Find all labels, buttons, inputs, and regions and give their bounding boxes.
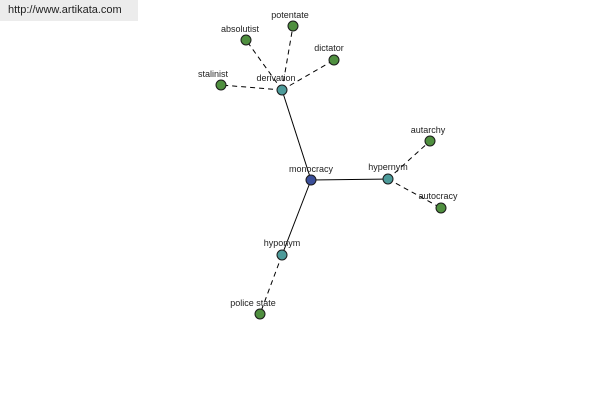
node-monocracy[interactable] bbox=[305, 174, 317, 186]
node-hyponym[interactable] bbox=[276, 249, 288, 261]
edge-derivation-absolutist bbox=[245, 39, 283, 91]
edge-monocracy-hyponym bbox=[281, 179, 312, 256]
label-monocracy: monocracy bbox=[289, 164, 334, 174]
node-autarchy[interactable] bbox=[424, 135, 436, 147]
node-absolutist[interactable] bbox=[240, 34, 252, 46]
label-autarchy: autarchy bbox=[411, 125, 446, 135]
edge-monocracy-hypernym bbox=[310, 178, 389, 181]
edge-derivation-dictator bbox=[281, 59, 335, 91]
edge-derivation-potentate bbox=[281, 25, 294, 91]
label-potentate: potentate bbox=[271, 10, 309, 20]
label-hypernym: hypernym bbox=[368, 162, 408, 172]
label-police-state: police state bbox=[230, 298, 276, 308]
node-hypernym[interactable] bbox=[382, 173, 394, 185]
edge-monocracy-derivation bbox=[281, 89, 312, 181]
node-stalinist[interactable] bbox=[215, 79, 227, 91]
edge-derivation-stalinist bbox=[220, 84, 283, 91]
edge-hyponym-police-state bbox=[259, 254, 283, 315]
label-derivation: derivation bbox=[256, 73, 295, 83]
node-derivation[interactable] bbox=[276, 84, 288, 96]
label-absolutist: absolutist bbox=[221, 24, 260, 34]
node-police-state[interactable] bbox=[254, 308, 266, 320]
node-autocracy[interactable] bbox=[435, 202, 447, 214]
label-hyponym: hyponym bbox=[264, 238, 301, 248]
label-dictator: dictator bbox=[314, 43, 344, 53]
node-potentate[interactable] bbox=[287, 20, 299, 32]
label-stalinist: stalinist bbox=[198, 69, 229, 79]
watermark-url: http://www.artikata.com bbox=[0, 0, 138, 21]
node-dictator[interactable] bbox=[328, 54, 340, 66]
edge-hypernym-autarchy bbox=[387, 140, 431, 180]
label-autocracy: autocracy bbox=[418, 191, 458, 201]
edge-hypernym-autocracy bbox=[387, 178, 442, 209]
